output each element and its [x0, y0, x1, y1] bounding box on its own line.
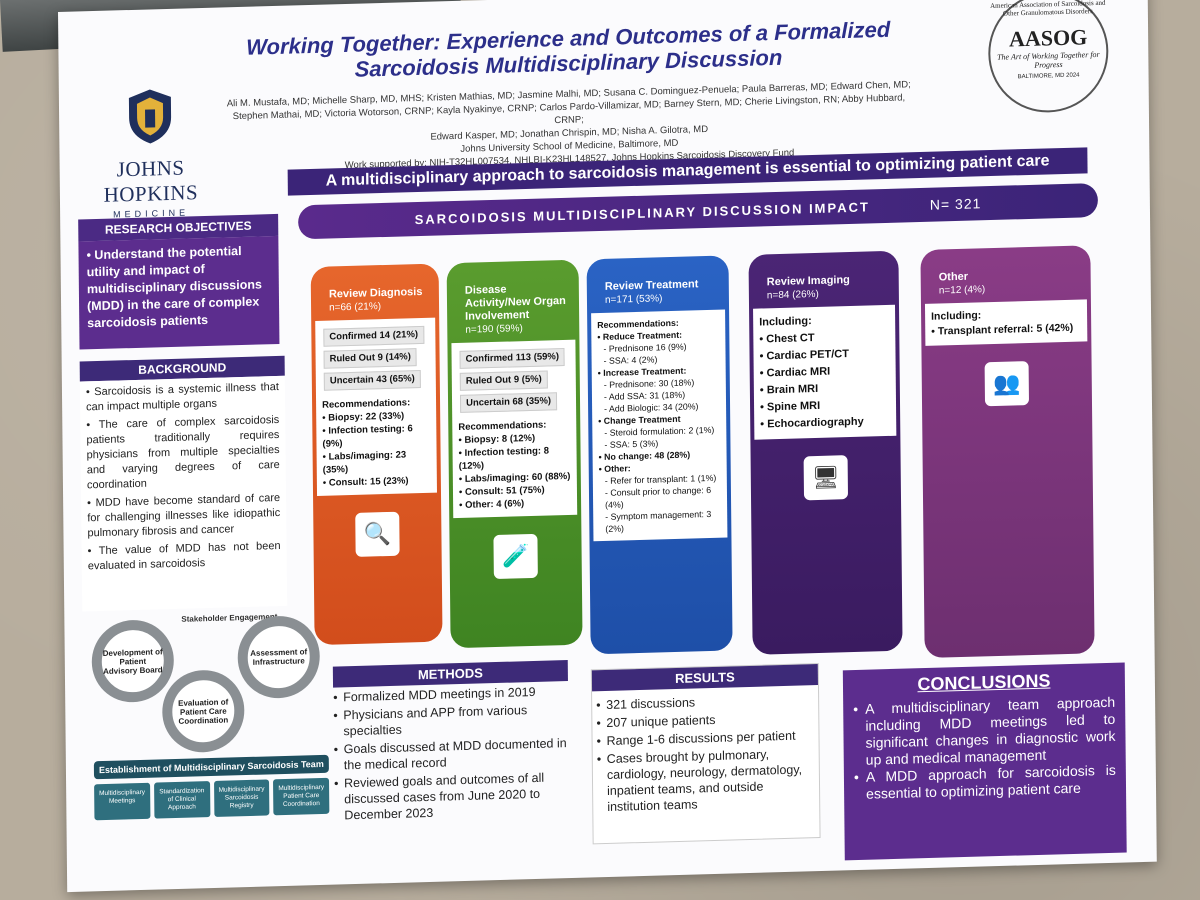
c1-rec: • Labs/imaging: 23 (35%) — [322, 449, 407, 476]
c2-rec: • Infection testing: 8 (12%) — [458, 445, 550, 472]
conclusions-section: CONCLUSIONS A multidisciplinary team app… — [842, 662, 1127, 861]
c1-body: Confirmed 14 (21%) Ruled Out 9 (14%) Unc… — [315, 317, 437, 496]
establishment-title: Establishment of Multidisciplinary Sarco… — [93, 754, 329, 780]
c1-rec: • Infection testing: 6 (9%) — [322, 423, 413, 450]
conclusions-item: A MDD approach for sarcoidosis is essent… — [854, 762, 1116, 803]
methods-section: METHODS Formalized MDD meetings in 2019 … — [332, 660, 570, 824]
c5-body: Including: • Transplant referral: 5 (42%… — [924, 299, 1088, 346]
column-other: Other n=12 (4%) Including: • Transplant … — [920, 245, 1095, 659]
gear-patient-advisory: Development of Patient Advisory Board — [91, 619, 175, 704]
background-body: • Sarcoidosis is a systemic illness that… — [79, 375, 288, 612]
establishment-chip: Multidisciplinary Patient Care Coordinat… — [273, 777, 330, 816]
background-item: • The value of MDD has not been evaluate… — [87, 539, 281, 573]
c5-item: • Transplant referral: 5 (42%) — [931, 321, 1074, 338]
impact-n: N= 321 — [929, 195, 982, 213]
methods-list: Formalized MDD meetings in 2019 Physicia… — [333, 683, 569, 824]
gear-care-coordination: Evaluation of Patient Care Coordination — [161, 669, 245, 754]
c3-body: Recommendations: • Reduce Treatment: - P… — [591, 309, 728, 542]
methods-item: Physicians and APP from various specialt… — [333, 701, 568, 740]
c3-line: - Consult prior to change: 6 (4%) — [604, 484, 712, 510]
aasog-name: AASOG — [1008, 24, 1088, 52]
people-icon: 👥 — [984, 361, 1030, 407]
c4-n: n=84 (26%) — [766, 288, 819, 302]
establishment-chip: Multidisciplinary Meetings — [94, 782, 151, 821]
column-review-diagnosis: Review Diagnosis n=66 (21%) Confirmed 14… — [310, 263, 443, 646]
column-review-treatment: Review Treatment n=171 (53%) Recommendat… — [586, 255, 733, 655]
establishment-chips: Multidisciplinary Meetings Standardizati… — [94, 777, 330, 821]
c2-confirmed: Confirmed 113 (59%) — [459, 347, 566, 369]
gears-diagram: Stakeholder Engagement Development of Pa… — [89, 605, 321, 754]
shield-icon — [128, 89, 172, 144]
conclusions-list: A multidisciplinary team approach includ… — [853, 694, 1116, 803]
results-section: RESULTS 321 discussions 207 unique patie… — [590, 663, 821, 845]
establishment-chip: Multidisciplinary Sarcoidosis Registry — [213, 779, 270, 817]
objectives-text: • Understand the potential utility and i… — [78, 235, 280, 350]
c2-title: Disease Activity/New Organ Involvement — [464, 283, 566, 323]
c1-n: n=66 (21%) — [329, 301, 382, 314]
impact-label: SARCOIDOSIS MULTIDISCIPLINARY DISCUSSION… — [414, 198, 870, 227]
c3-n: n=171 (53%) — [604, 293, 663, 306]
c4-item: • Echocardiography — [760, 415, 864, 431]
c5-n: n=12 (4%) — [938, 284, 986, 297]
gear-infrastructure: Assessment of Infrastructure — [237, 614, 321, 700]
conclusions-item: A multidisciplinary team approach includ… — [853, 694, 1116, 769]
research-objectives: RESEARCH OBJECTIVES • Understand the pot… — [78, 213, 280, 355]
methods-item: Reviewed goals and outcomes of all discu… — [334, 769, 569, 824]
results-list: 321 discussions 207 unique patients Rang… — [592, 685, 819, 819]
test-tube-icon: 🧪 — [493, 533, 538, 580]
establishment-section: Establishment of Multidisciplinary Sarco… — [93, 754, 330, 821]
c2-n: n=190 (59%) — [465, 323, 523, 336]
column-disease-activity: Disease Activity/New Organ Involvement n… — [446, 259, 583, 649]
aasog-seal: American Association of Sarcoidosis and … — [987, 0, 1109, 115]
c4-body: Including: • Chest CT • Cardiac PET/CT •… — [753, 304, 897, 440]
background-item: • The care of complex sarcoidosis patien… — [86, 413, 280, 492]
c2-uncertain: Uncertain 68 (35%) — [459, 392, 558, 413]
jh-name: JOHNS HOPKINS — [103, 155, 199, 207]
johns-hopkins-logo: JOHNS HOPKINS MEDICINE — [75, 85, 226, 220]
aasog-tagline: The Art of Working Together for Progress — [997, 49, 1100, 70]
establishment-chip: Standardization of Clinical Approach — [153, 781, 210, 819]
column-review-imaging: Review Imaging n=84 (26%) Including: • C… — [748, 250, 903, 655]
aasog-location: BALTIMORE, MD 2024 — [1017, 72, 1080, 81]
results-item: Cases brought by pulmonary, cardiology, … — [597, 745, 816, 815]
background-item: • MDD have become standard of care for c… — [87, 491, 281, 540]
conclusions-title: CONCLUSIONS — [917, 670, 1051, 695]
c1-confirmed: Confirmed 14 (21%) — [323, 325, 425, 347]
poster-title: Working Together: Experience and Outcome… — [228, 16, 908, 85]
aasog-ring-text: American Association of Sarcoidosis and … — [990, 0, 1106, 18]
methods-item: Goals discussed at MDD documented in the… — [334, 735, 569, 774]
magnifier-icon: 🔍 — [355, 511, 400, 557]
c1-rec: • Consult: 15 (23%) — [322, 475, 409, 489]
monitor-icon: 🖥 — [803, 455, 849, 501]
c2-ruled-out: Ruled Out 9 (5%) — [459, 370, 548, 391]
c1-uncertain: Uncertain 43 (65%) — [323, 370, 421, 391]
c2-body: Confirmed 113 (59%) Ruled Out 9 (5%) Unc… — [451, 339, 578, 519]
research-poster: JOHNS HOPKINS MEDICINE Working Together:… — [58, 0, 1157, 893]
background-section: BACKGROUND • Sarcoidosis is a systemic i… — [79, 355, 288, 612]
c3-line: - Symptom management: 3 (2%) — [605, 508, 712, 534]
c2-rec: • Other: 4 (6%) — [459, 498, 525, 511]
background-item: • Sarcoidosis is a systemic illness that… — [85, 380, 279, 414]
c1-ruled-out: Ruled Out 9 (14%) — [323, 348, 417, 369]
